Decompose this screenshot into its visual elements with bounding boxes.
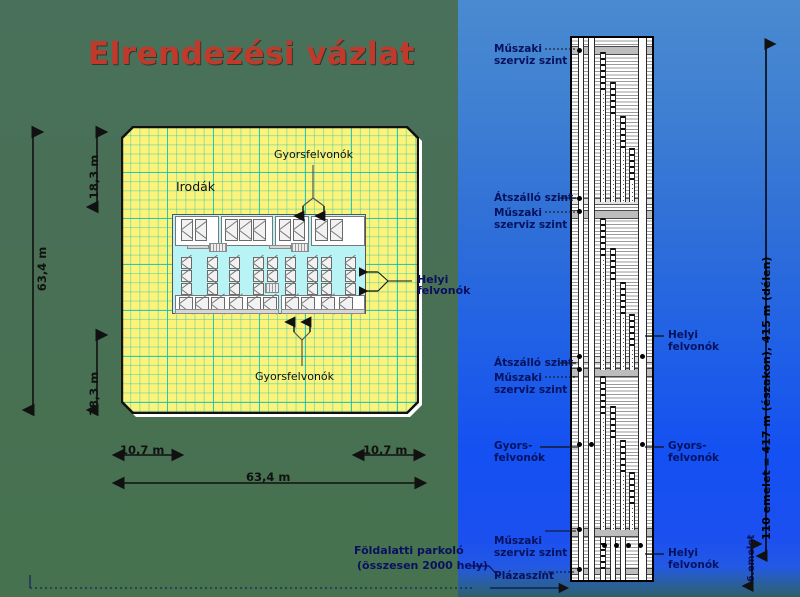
dim-height-total: 63,4 m <box>35 246 50 292</box>
label-local-bottom-line1: Helyi <box>668 547 698 559</box>
shaft-lobby-b <box>610 537 616 580</box>
label-mech-lower-line1: Műszaki <box>494 372 542 384</box>
local-elevators-plan-label-line2: felvonók <box>417 284 471 297</box>
bottom-floor-note: 6.emelet <box>746 534 757 582</box>
dim-width-total: 63,4 m <box>246 470 291 484</box>
dim-width-right-segment: 10,7 m <box>363 443 408 457</box>
label-mech-upper-line1: Műszaki <box>494 207 542 219</box>
floor-plan-offices-label: Irodák <box>176 179 216 194</box>
shaft-express-left <box>578 38 584 580</box>
label-local-right-line2: felvonók <box>668 341 720 353</box>
label-express-right-line2: felvonók <box>668 452 720 464</box>
mech-band-upper <box>572 210 652 219</box>
label-mech-bottom-line1: Műszaki <box>494 535 542 547</box>
label-local-right-line1: Helyi <box>668 329 698 341</box>
label-express-left-line2: felvonók <box>494 452 546 464</box>
express-elevators-bottom-label: Gyorsfelvonók <box>255 370 335 383</box>
label-local-bottom-line2: felvonók <box>668 559 720 571</box>
label-transfer-lower: Átszálló szint <box>494 357 574 369</box>
label-mech-bottom-line2: szerviz szint <box>494 547 568 559</box>
label-mech-top-line1: Műszaki <box>494 43 542 55</box>
label-plaza-level: Plázaszint <box>494 570 555 582</box>
dim-width-left-segment: 10,7 m <box>120 443 165 457</box>
express-elevators-top-label: Gyorsfelvonók <box>274 148 354 161</box>
tower-section <box>570 36 654 582</box>
shaft-express-left-2 <box>588 38 595 580</box>
shaft-lobby-c <box>620 537 626 580</box>
dim-height-top-segment: 18,3 m <box>87 154 102 200</box>
tower-height-note: 110 emelet = 417 m (északon), 415 m (dél… <box>760 256 773 540</box>
parking-note-line2: (összesen 2000 hely) <box>357 559 488 572</box>
label-express-right-line1: Gyors- <box>668 440 707 452</box>
parking-note-line1: Földalatti parkoló <box>354 544 464 557</box>
page-title: Elrendezési vázlat <box>88 36 415 72</box>
dim-height-bottom-segment: 18,3 m <box>87 371 102 417</box>
label-transfer-upper: Átszálló szint <box>494 192 574 204</box>
label-express-left-line1: Gyors- <box>494 440 533 452</box>
mech-band-top <box>572 46 652 55</box>
label-mech-top-line2: szerviz szint <box>494 55 568 67</box>
shaft-express-right <box>638 38 647 580</box>
elevator-core-cells <box>173 215 365 314</box>
label-mech-upper-line2: szerviz szint <box>494 219 568 231</box>
label-mech-lower-line2: szerviz szint <box>494 384 568 396</box>
elevator-core <box>172 214 366 314</box>
local-elevators-plan-label-line1: Helyi <box>417 273 449 286</box>
